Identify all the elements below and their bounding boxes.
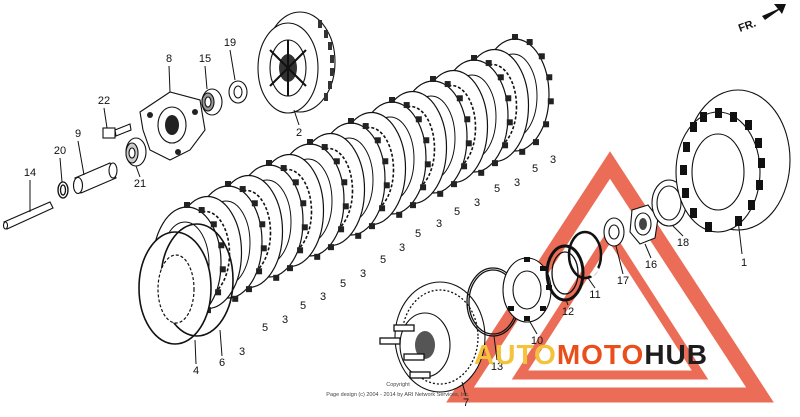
part-number-labels: 1235353535353535353467891011121314151617… [24, 37, 747, 409]
part-21-bearing [125, 137, 147, 167]
part-number-5: 5 [494, 183, 500, 195]
part-number-21: 21 [134, 178, 146, 190]
part-number-16: 16 [645, 259, 657, 271]
copyright-line-1: Copyright [386, 382, 410, 388]
part-17-washer [603, 217, 625, 247]
part-number-19: 19 [224, 37, 236, 49]
part-number-5: 5 [380, 254, 386, 266]
part-number-12: 12 [562, 306, 574, 318]
copyright-line-2: Page design (c) 2004 - 2014 by ARI Netwo… [326, 392, 470, 398]
watermark-suffix: HUB [644, 339, 708, 370]
part-number-22: 22 [98, 95, 110, 107]
part-number-17: 17 [617, 275, 629, 287]
front-direction-label: FR. [737, 17, 758, 34]
watermark-brand: AUTOMOTOHUB [474, 339, 708, 370]
part-number-15: 15 [199, 53, 211, 65]
part-15-bearing [201, 88, 223, 116]
part-7-clutch-center [379, 281, 486, 393]
watermark-prefix: AUTO [474, 339, 557, 370]
part-number-6: 6 [219, 357, 225, 369]
part-20-ring [57, 181, 69, 199]
part-12-judder-spring [545, 244, 585, 302]
part-number-14: 14 [24, 167, 36, 179]
part-16-lock-nut [629, 204, 659, 245]
watermark-middle: MOTO [557, 339, 644, 370]
judder-disc-inner [157, 254, 195, 324]
part-number-3: 3 [436, 218, 442, 230]
part-2-pressure-plate [257, 11, 336, 114]
part-number-3: 3 [399, 242, 405, 254]
part-number-9: 9 [75, 128, 81, 140]
svg-text:AUTOMOTOHUB: AUTOMOTOHUB [474, 339, 708, 370]
part-number-3: 3 [239, 346, 245, 358]
part-number-8: 8 [166, 53, 172, 65]
part-number-13: 13 [491, 361, 503, 373]
part-number-11: 11 [589, 289, 600, 301]
front-direction-arrow: FR. [737, 4, 786, 35]
part-number-2: 2 [296, 127, 302, 139]
part-19-washer [228, 80, 248, 104]
part-18-thrust-washer [651, 179, 687, 227]
part-number-3: 3 [550, 154, 556, 166]
copyright-notice: Copyright Page design (c) 2004 - 2014 by… [326, 382, 470, 398]
part-number-20: 20 [54, 145, 66, 157]
part-number-4: 4 [193, 365, 199, 377]
part-number-3: 3 [282, 314, 288, 326]
part-number-3: 3 [360, 268, 366, 280]
part-number-1: 1 [741, 257, 747, 269]
part-9-sleeve [72, 162, 118, 195]
part-number-5: 5 [454, 206, 460, 218]
part-number-3: 3 [320, 291, 326, 303]
part-number-5: 5 [300, 300, 306, 312]
part-number-5: 5 [415, 228, 421, 240]
part-22-bolt [102, 123, 132, 139]
part-number-18: 18 [677, 237, 689, 249]
part-number-5: 5 [262, 322, 268, 334]
part-number-5: 5 [340, 278, 346, 290]
part-number-3: 3 [514, 177, 520, 189]
part-8-lifter-plate [139, 91, 206, 161]
leader-lines [29, 49, 743, 397]
part-number-7: 7 [463, 397, 469, 409]
part-14-shaft [2, 201, 54, 230]
part-10-spring-seat [502, 257, 552, 323]
clutch-disc-stack [138, 34, 554, 345]
part-11-snap-ring [567, 230, 603, 280]
part-number-10: 10 [531, 335, 543, 347]
part-number-3: 3 [474, 197, 480, 209]
part-number-5: 5 [532, 163, 538, 175]
part-1-clutch-outer [675, 89, 791, 233]
